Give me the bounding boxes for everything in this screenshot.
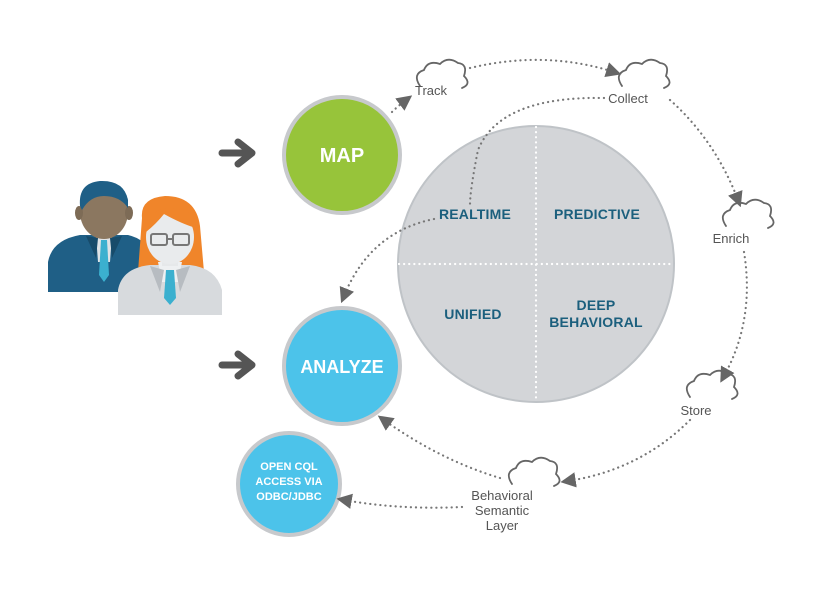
enrich-cloud-icon	[721, 198, 775, 229]
flow-collect-to-enrich	[668, 98, 743, 208]
step-track: Track	[415, 83, 448, 98]
people-icon	[48, 180, 222, 315]
capabilities-circle: REALTIME PREDICTIVE UNIFIED DEEP BEHAVIO…	[397, 125, 675, 403]
collect-cloud-icon	[617, 58, 671, 89]
flow-collect-to-analyze	[344, 96, 606, 296]
map-label: MAP	[320, 145, 364, 167]
flow-store-to-semantic	[560, 418, 692, 488]
analyze-label: ANALYZE	[300, 357, 383, 377]
semantic-layer-cloud-icon	[507, 456, 561, 487]
woman-figure	[118, 196, 222, 315]
flow-semantic-to-open-access	[336, 493, 464, 509]
store-cloud-icon	[685, 369, 739, 400]
open-access-line3: ODBC/JDBC	[256, 491, 321, 503]
map-arrow-icon	[218, 138, 256, 168]
quadrant-realtime: REALTIME	[439, 206, 511, 222]
step-semantic-line2: Semantic	[475, 503, 530, 518]
map-circle	[282, 95, 402, 215]
analyze-circle	[282, 306, 402, 426]
step-collect: Collect	[608, 91, 648, 106]
man-figure	[48, 180, 152, 292]
quadrant-deep-line1: DEEP	[577, 297, 616, 313]
open-access-circle	[236, 431, 342, 537]
step-semantic-line3: Layer	[486, 518, 519, 533]
step-semantic-line1: Behavioral	[471, 488, 533, 503]
open-access-line1: OPEN CQL	[260, 461, 318, 473]
step-enrich: Enrich	[713, 231, 750, 246]
flow-track-to-collect	[468, 58, 622, 77]
map-node[interactable]: MAP	[282, 95, 402, 215]
quadrant-predictive: PREDICTIVE	[554, 206, 640, 222]
open-access-node[interactable]: OPEN CQL ACCESS VIA ODBC/JDBC	[236, 431, 342, 537]
flow-enrich-to-store	[720, 250, 748, 383]
flow-map-to-track	[390, 95, 413, 114]
quadrant-unified: UNIFIED	[444, 306, 501, 322]
flow-semantic-to-analyze	[377, 415, 502, 480]
open-access-line2: ACCESS VIA	[255, 476, 322, 488]
quadrant-behavioral-line2: BEHAVIORAL	[549, 314, 643, 330]
analyze-arrow-icon	[218, 350, 256, 380]
analyze-node[interactable]: ANALYZE	[282, 306, 402, 426]
track-cloud-icon	[415, 58, 469, 89]
step-store: Store	[680, 403, 711, 418]
